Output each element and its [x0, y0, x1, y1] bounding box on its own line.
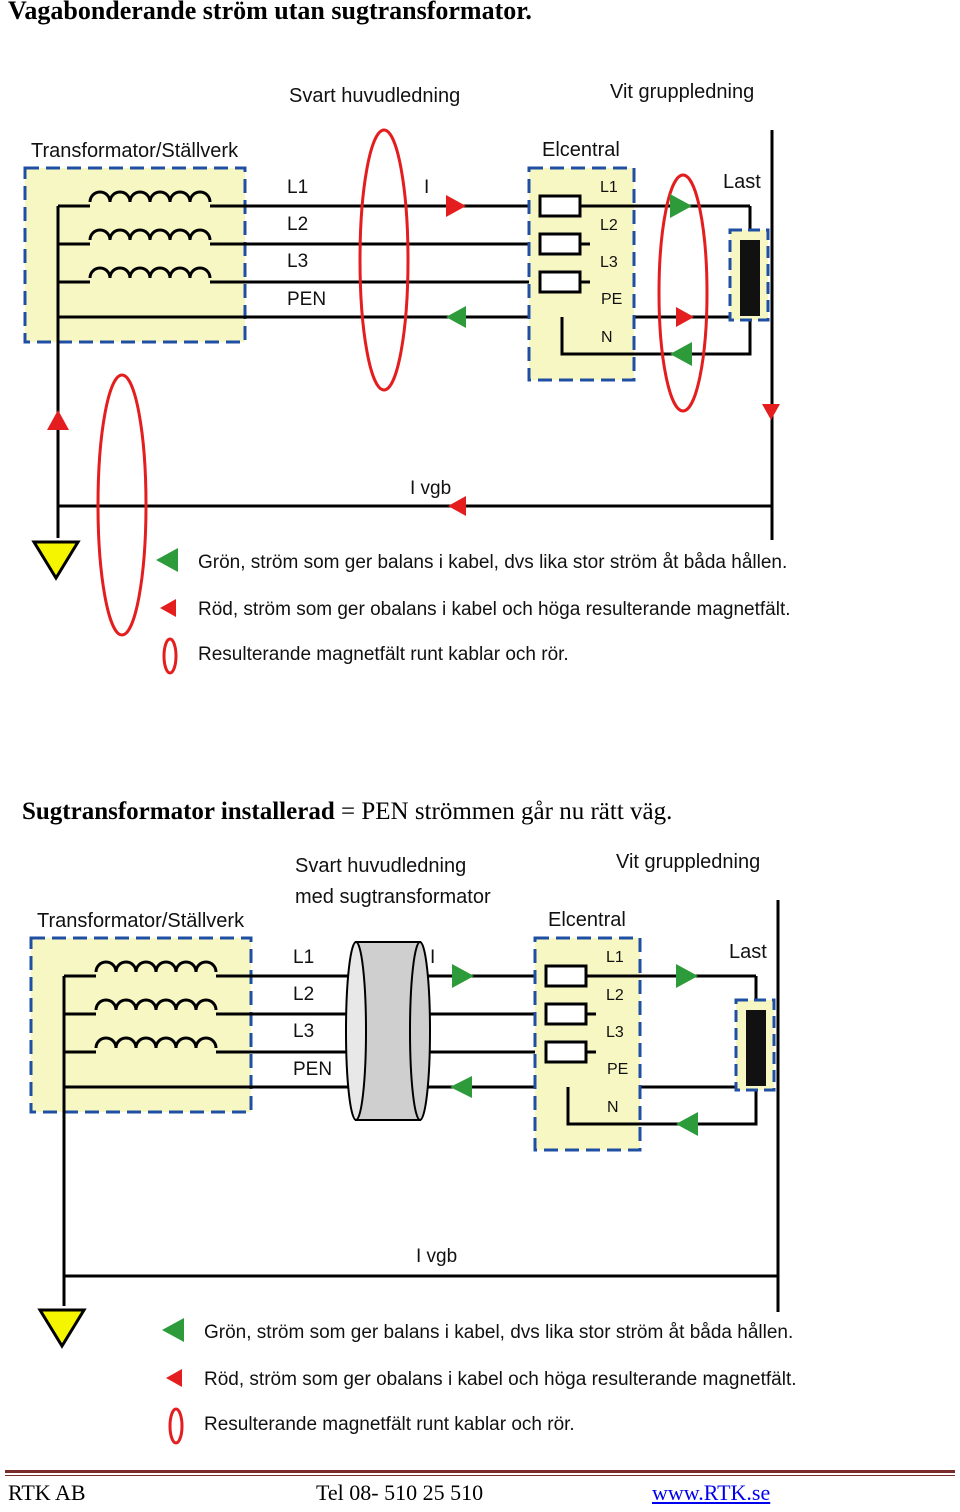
- current-label-i: I: [424, 177, 429, 198]
- main-conductors: [58, 204, 740, 319]
- arrow-red-down: [762, 404, 780, 420]
- heading-2-bold: Sugtransformator installerad: [22, 798, 335, 825]
- label-transformer: Transformator/Ställverk: [31, 140, 239, 162]
- conductor-label-l2: L2: [287, 214, 308, 235]
- label-load: Last: [723, 171, 761, 193]
- legend-field-text: Resulterande magnetfält runt kablar och …: [198, 644, 569, 665]
- arrow-green-n: [670, 342, 692, 366]
- legend-red-arrow: [166, 1369, 182, 1387]
- label-group-line: Vit gruppledning: [610, 81, 754, 103]
- arrow-green-l1: [452, 964, 474, 988]
- legend-red-text: Röd, ström som ger obalans i kabel och h…: [198, 599, 791, 620]
- group-conductors: [566, 900, 780, 1312]
- legend-green-text: Grön, ström som ger balans i kabel, dvs …: [198, 552, 787, 573]
- label-main-line-sub: med sugtransformator: [295, 886, 491, 908]
- legend-green-arrow: [162, 1318, 184, 1342]
- diagram-with-transformer: Svart huvudledning med sugtransformator …: [29, 851, 797, 1445]
- label-panel: Elcentral: [548, 909, 626, 931]
- suction-transformer-toroid: [345, 941, 431, 1121]
- legend-green-arrow: [156, 548, 178, 572]
- panel-fuses: [544, 964, 588, 1064]
- label-transformer: Transformator/Ställverk: [37, 910, 245, 932]
- legend-red-text: Röd, ström som ger obalans i kabel och h…: [204, 1369, 797, 1390]
- panel-label-pe: PE: [601, 291, 622, 308]
- panel-label-l3: L3: [600, 254, 618, 271]
- arrow-red-up: [47, 410, 69, 430]
- stray-current-label: I vgb: [416, 1246, 457, 1267]
- arrow-red-stray: [448, 496, 466, 516]
- conductor-label-l1: L1: [293, 947, 314, 968]
- legend-1: Grön, ström som ger balans i kabel, dvs …: [156, 548, 791, 675]
- ground-symbol: [31, 540, 81, 581]
- arrow-red-pe: [676, 307, 694, 327]
- arrow-green-l1-group: [676, 964, 698, 988]
- load-element: [740, 240, 760, 316]
- legend-field-text: Resulterande magnetfält runt kablar och …: [204, 1414, 575, 1435]
- label-main-line: Svart huvudledning: [289, 85, 460, 107]
- panel-label-pe: PE: [607, 1061, 628, 1078]
- panel-label-l1: L1: [606, 949, 624, 966]
- footer-website-link[interactable]: www.RTK.se: [652, 1480, 771, 1505]
- ground-return: [56, 460, 772, 538]
- label-main-line: Svart huvudledning: [295, 855, 466, 877]
- heading-2-rest: = PEN strömmen går nu rätt väg.: [334, 798, 673, 825]
- arrow-green-pen: [450, 1076, 472, 1098]
- panel-label-n: N: [601, 329, 613, 346]
- conductor-label-l3: L3: [293, 1021, 314, 1042]
- panel-fuses: [538, 194, 582, 294]
- load-element: [746, 1010, 766, 1086]
- label-load: Last: [729, 941, 767, 963]
- conductor-label-l1: L1: [287, 177, 308, 198]
- arrow-red-l1: [446, 195, 466, 217]
- legend-field-ring: [168, 1407, 184, 1445]
- conductor-label-pen: PEN: [293, 1059, 332, 1080]
- panel-label-l1: L1: [600, 179, 618, 196]
- panel-label-l2: L2: [600, 217, 618, 234]
- conductor-label-pen: PEN: [287, 289, 326, 310]
- arrow-green-l1-group: [670, 194, 692, 218]
- label-group-line: Vit gruppledning: [616, 851, 760, 873]
- footer-company: RTK AB: [8, 1480, 86, 1505]
- arrow-green-pen: [446, 306, 466, 328]
- stray-current-label: I vgb: [410, 478, 451, 499]
- footer-rule: [5, 1470, 955, 1473]
- label-panel: Elcentral: [542, 139, 620, 161]
- panel-label-l3: L3: [606, 1024, 624, 1041]
- diagram-without-transformer: Svart huvudledning Vit gruppledning Tran…: [23, 81, 791, 675]
- legend-green-text: Grön, ström som ger balans i kabel, dvs …: [204, 1322, 793, 1343]
- panel-label-n: N: [607, 1099, 619, 1116]
- legend-field-ring: [162, 637, 178, 675]
- footer-phone: Tel 08- 510 25 510: [316, 1480, 484, 1505]
- arrow-green-n: [676, 1112, 698, 1136]
- group-conductors: [560, 130, 774, 540]
- legend-2: Grön, ström som ger balans i kabel, dvs …: [162, 1318, 797, 1445]
- conductor-label-l3: L3: [287, 251, 308, 272]
- page-heading-1: Vagabonderande ström utan sugtransformat…: [8, 0, 532, 25]
- page-heading-2: Sugtransformator installerad = PEN ström…: [22, 798, 672, 826]
- footer-rule-thin: [5, 1475, 955, 1476]
- legend-red-arrow: [160, 599, 176, 617]
- panel-label-l2: L2: [606, 987, 624, 1004]
- conductor-label-l2: L2: [293, 984, 314, 1005]
- magnetic-field-rings: [96, 128, 709, 637]
- ground-symbol: [37, 1308, 87, 1349]
- current-label-i: I: [430, 947, 435, 968]
- transformer-coils: [62, 960, 218, 1306]
